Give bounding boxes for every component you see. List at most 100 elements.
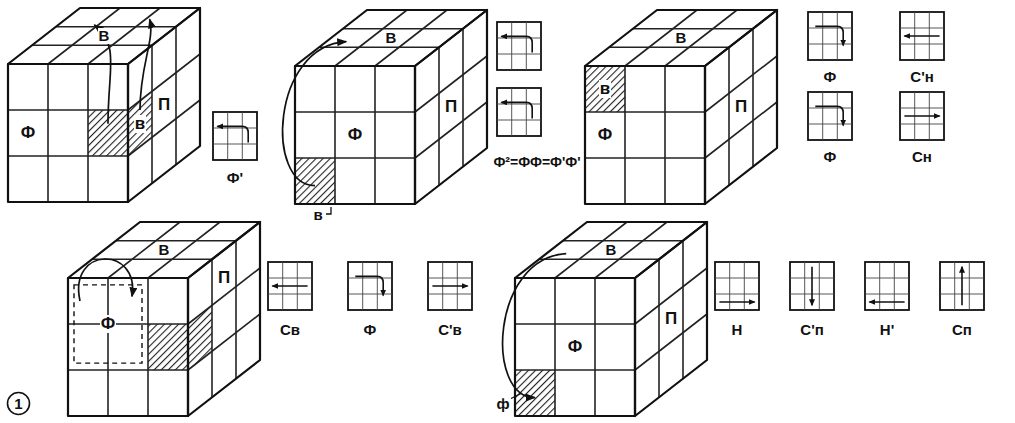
turn-arrow	[503, 254, 567, 398]
hatched-piece	[585, 66, 625, 112]
face-letter: В	[98, 28, 111, 44]
move-grid	[497, 88, 541, 136]
move-arrow	[961, 267, 963, 305]
cube-face	[705, 10, 777, 204]
cube-face-outline	[295, 10, 487, 66]
face-letter: В	[158, 242, 171, 258]
move-grid	[808, 92, 852, 140]
cube-grid-line	[68, 369, 188, 371]
cube-face-outline	[295, 66, 415, 204]
move-arrow	[815, 106, 843, 125]
grid-line	[213, 144, 257, 145]
cube-face	[635, 222, 707, 416]
move-notation: в	[312, 207, 323, 223]
move-grid	[715, 262, 759, 310]
rubiks-cube	[68, 222, 260, 416]
grid-line	[511, 88, 512, 136]
cube-face-outline	[8, 8, 200, 64]
cube-grid-line	[375, 10, 447, 66]
grid-line	[715, 278, 759, 279]
cube-grid-line	[8, 109, 128, 111]
move-grid	[900, 12, 944, 60]
grid-line	[822, 92, 823, 140]
move-arrow	[811, 267, 813, 305]
dashed-frame	[74, 285, 142, 363]
move-notation: Ф'	[226, 170, 244, 186]
leader-line	[326, 207, 331, 214]
grid-frame	[790, 262, 834, 310]
move-notation: С'п	[799, 322, 824, 338]
grid-line	[804, 262, 805, 310]
cube-grid-line	[343, 28, 463, 30]
cube-face-outline	[585, 66, 705, 204]
cube-grid-line	[624, 66, 626, 204]
face-letter: В	[385, 30, 398, 46]
grid-line	[227, 112, 228, 160]
rubiks-cube	[295, 10, 487, 204]
cube-face-outline	[585, 10, 777, 66]
figure-number-circle: 1	[6, 391, 31, 416]
grid-line	[428, 278, 472, 279]
move-notation: Ф	[823, 69, 838, 85]
move-grid	[790, 262, 834, 310]
cube-face	[68, 278, 188, 416]
cube-grid-line	[682, 241, 684, 379]
grid-line	[377, 262, 378, 310]
cube-face-outline	[515, 278, 635, 416]
grid-line	[865, 278, 909, 279]
grid-line	[808, 28, 852, 29]
grid-frame	[900, 92, 944, 140]
grid-line	[954, 262, 955, 310]
cube-grid-line	[554, 278, 556, 416]
grid-line	[268, 294, 312, 295]
grid-frame	[348, 262, 392, 310]
grid-line	[819, 262, 820, 310]
grid-line	[213, 128, 257, 129]
cube-grid-line	[68, 323, 188, 325]
turn-arrow	[79, 259, 133, 301]
cube-face	[585, 66, 705, 204]
circle-outline	[8, 393, 30, 415]
cube-face-outline	[68, 222, 260, 278]
face-letter: Ф	[597, 126, 614, 144]
cube-grid-line	[8, 155, 128, 157]
cube-grid-line	[107, 278, 109, 416]
turn-arrow	[94, 25, 110, 124]
cube-grid-line	[88, 8, 160, 64]
cube-grid-line	[47, 64, 49, 202]
cube-face	[128, 8, 200, 202]
grid-line	[526, 88, 527, 136]
move-notation: Н'	[879, 322, 895, 338]
grid-line	[808, 108, 852, 109]
grid-line	[837, 12, 838, 60]
grid-frame	[865, 262, 909, 310]
cube-grid-line	[539, 258, 659, 260]
cube-grid-line	[335, 10, 407, 66]
cube-grid-line	[151, 45, 153, 183]
cube-grid-line	[48, 8, 120, 64]
face-letter: П	[444, 98, 458, 116]
rubiks-cube	[8, 8, 200, 202]
cube-face-outline	[705, 10, 777, 204]
grid-line	[497, 54, 541, 55]
grid-frame	[715, 262, 759, 310]
move-arrow	[869, 301, 904, 303]
cube-grid-line	[188, 268, 260, 324]
grid-frame	[900, 12, 944, 60]
grid-line	[900, 28, 944, 29]
grid-line	[808, 44, 852, 45]
face-letter: Ф	[100, 315, 117, 333]
grid-line	[808, 124, 852, 125]
cube-grid-line	[295, 157, 415, 159]
grid-line	[497, 38, 541, 39]
move-arrow	[217, 126, 248, 142]
cube-face-outline	[635, 222, 707, 416]
cube-grid-line	[664, 66, 666, 204]
move-arrow	[904, 115, 939, 117]
grid-line	[822, 12, 823, 60]
move-arrow	[355, 276, 383, 295]
move-arrow	[501, 36, 532, 52]
face-letter: в	[134, 115, 146, 133]
grid-line	[497, 104, 541, 105]
